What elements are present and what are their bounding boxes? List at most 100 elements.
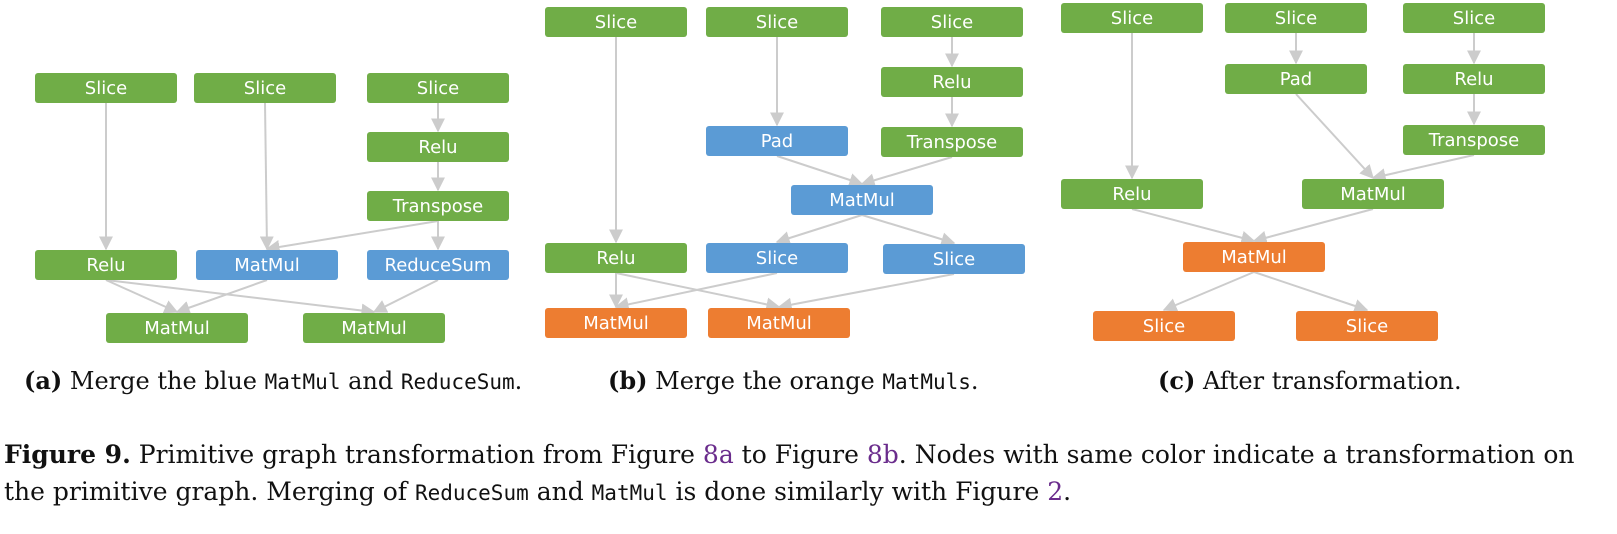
node-matmul-a_mm2: MatMul [303, 313, 445, 343]
node-box [367, 250, 509, 280]
node-label: MatMul [829, 190, 895, 211]
node-matmul-a_mm: MatMul [196, 250, 338, 280]
node-slice-c_s1: Slice [1061, 3, 1203, 33]
node-slice-c_sl2: Slice [1296, 311, 1438, 341]
node-box [367, 191, 509, 221]
edge-b_mm-to-b_sl2 [861, 214, 956, 247]
node-label: Slice [1143, 316, 1185, 337]
node-box [35, 73, 177, 103]
node-slice-b_sl2: Slice [883, 244, 1025, 274]
edge-c_mm-to-c_sl2 [1253, 271, 1369, 313]
node-label: Slice [933, 249, 975, 270]
node-slice-b_s1: Slice [545, 7, 687, 37]
node-relu-a_relu2: Relu [367, 132, 509, 162]
node-label: MatMul [583, 313, 649, 334]
node-label: Transpose [906, 132, 997, 153]
figure-ref-8a[interactable]: 8a [702, 440, 734, 469]
edge-b_pad-to-b_mm [776, 155, 864, 187]
edge-a_s2-to-a_mm [259, 102, 274, 251]
node-label: Relu [86, 255, 125, 276]
node-box [1225, 64, 1367, 94]
node-box [106, 313, 248, 343]
node-slice-c_sl1: Slice [1093, 311, 1235, 341]
edge-c_tr-to-c_mmg [1371, 154, 1475, 183]
node-box [1302, 179, 1444, 209]
node-relu-c_relu1: Relu [1061, 179, 1203, 209]
node-matmul-c_mmg: MatMul [1302, 179, 1444, 209]
node-relu-a_relu1: Relu [35, 250, 177, 280]
node-label: Relu [932, 72, 971, 93]
edge-c_mmg-to-c_mm [1252, 208, 1374, 245]
node-label: Relu [1112, 184, 1151, 205]
node-label: MatMul [1221, 247, 1287, 268]
node-label: Slice [1346, 316, 1388, 337]
node-box [1403, 64, 1545, 94]
node-label: Pad [761, 131, 794, 152]
node-matmul-c_mm: MatMul [1183, 242, 1325, 272]
node-matmul-b_mm2: MatMul [708, 308, 850, 338]
caption-lead: Figure 9. [4, 440, 131, 469]
node-box [545, 308, 687, 338]
node-box [791, 185, 933, 215]
node-slice-a_s3: Slice [367, 73, 509, 103]
node-pad-b_pad: Pad [706, 126, 848, 156]
node-label: Slice [1111, 8, 1153, 29]
node-box [1061, 179, 1203, 209]
node-label: Slice [595, 12, 637, 33]
node-box [706, 243, 848, 273]
node-relu-b_relu2: Relu [881, 67, 1023, 97]
node-box [881, 7, 1023, 37]
subcaption-c: (c) After transformation. [1158, 366, 1462, 395]
node-label: MatMul [144, 318, 210, 339]
node-box [303, 313, 445, 343]
node-label: MatMul [341, 318, 407, 339]
node-box [706, 7, 848, 37]
subcaption-b: (b) Merge the orange MatMuls. [608, 366, 979, 395]
node-label: Slice [1453, 8, 1495, 29]
edge-a_rs-to-a_mm2 [372, 279, 439, 313]
node-label: Slice [244, 78, 286, 99]
node-label: ReduceSum [385, 255, 492, 276]
node-slice-b_s2: Slice [706, 7, 848, 37]
node-matmul-b_mm: MatMul [791, 185, 933, 215]
edge-a_tr-to-a_mm [265, 220, 439, 254]
node-pad-c_pad: Pad [1225, 64, 1367, 94]
node-label: MatMul [746, 313, 812, 334]
edge-b_tr-to-b_mm [860, 156, 953, 188]
node-box [545, 243, 687, 273]
node-label: Slice [1275, 8, 1317, 29]
node-label: Slice [931, 12, 973, 33]
node-box [545, 7, 687, 37]
figure-ref-8b[interactable]: 8b [866, 440, 899, 469]
node-relu-b_relu1: Relu [545, 243, 687, 273]
node-matmul-b_mm1: MatMul [545, 308, 687, 338]
node-box [881, 67, 1023, 97]
node-slice-c_s2: Slice [1225, 3, 1367, 33]
node-box [1093, 311, 1235, 341]
node-box [708, 308, 850, 338]
node-box [367, 73, 509, 103]
node-label: Relu [1454, 69, 1493, 90]
node-box [1183, 242, 1325, 272]
edge-c_pad-to-c_mmg [1295, 93, 1374, 180]
node-label: Relu [418, 137, 457, 158]
node-matmul-a_mm1: MatMul [106, 313, 248, 343]
node-label: MatMul [1340, 184, 1406, 205]
figure-ref-2[interactable]: 2 [1047, 477, 1064, 506]
node-transpose-b_tr: Transpose [881, 127, 1023, 157]
node-slice-a_s1: Slice [35, 73, 177, 103]
edge-a_relu1-to-a_mm1 [105, 279, 179, 314]
edge-a_relu1-to-a_mm2 [105, 279, 376, 318]
node-slice-a_s2: Slice [194, 73, 336, 103]
node-reducesum-a_rs: ReduceSum [367, 250, 509, 280]
edge-b_sl2-to-b_mm2 [777, 273, 955, 312]
node-box [883, 244, 1025, 274]
node-relu-c_relu2: Relu [1403, 64, 1545, 94]
node-box [706, 126, 848, 156]
node-label: Slice [756, 12, 798, 33]
node-label: Transpose [392, 196, 483, 217]
subcaption-a: (a) Merge the blue MatMul and ReduceSum. [24, 366, 523, 395]
edge-b_mm-to-b_sl1 [775, 214, 863, 245]
figure-caption: Figure 9. Primitive graph transformation… [4, 440, 1575, 506]
